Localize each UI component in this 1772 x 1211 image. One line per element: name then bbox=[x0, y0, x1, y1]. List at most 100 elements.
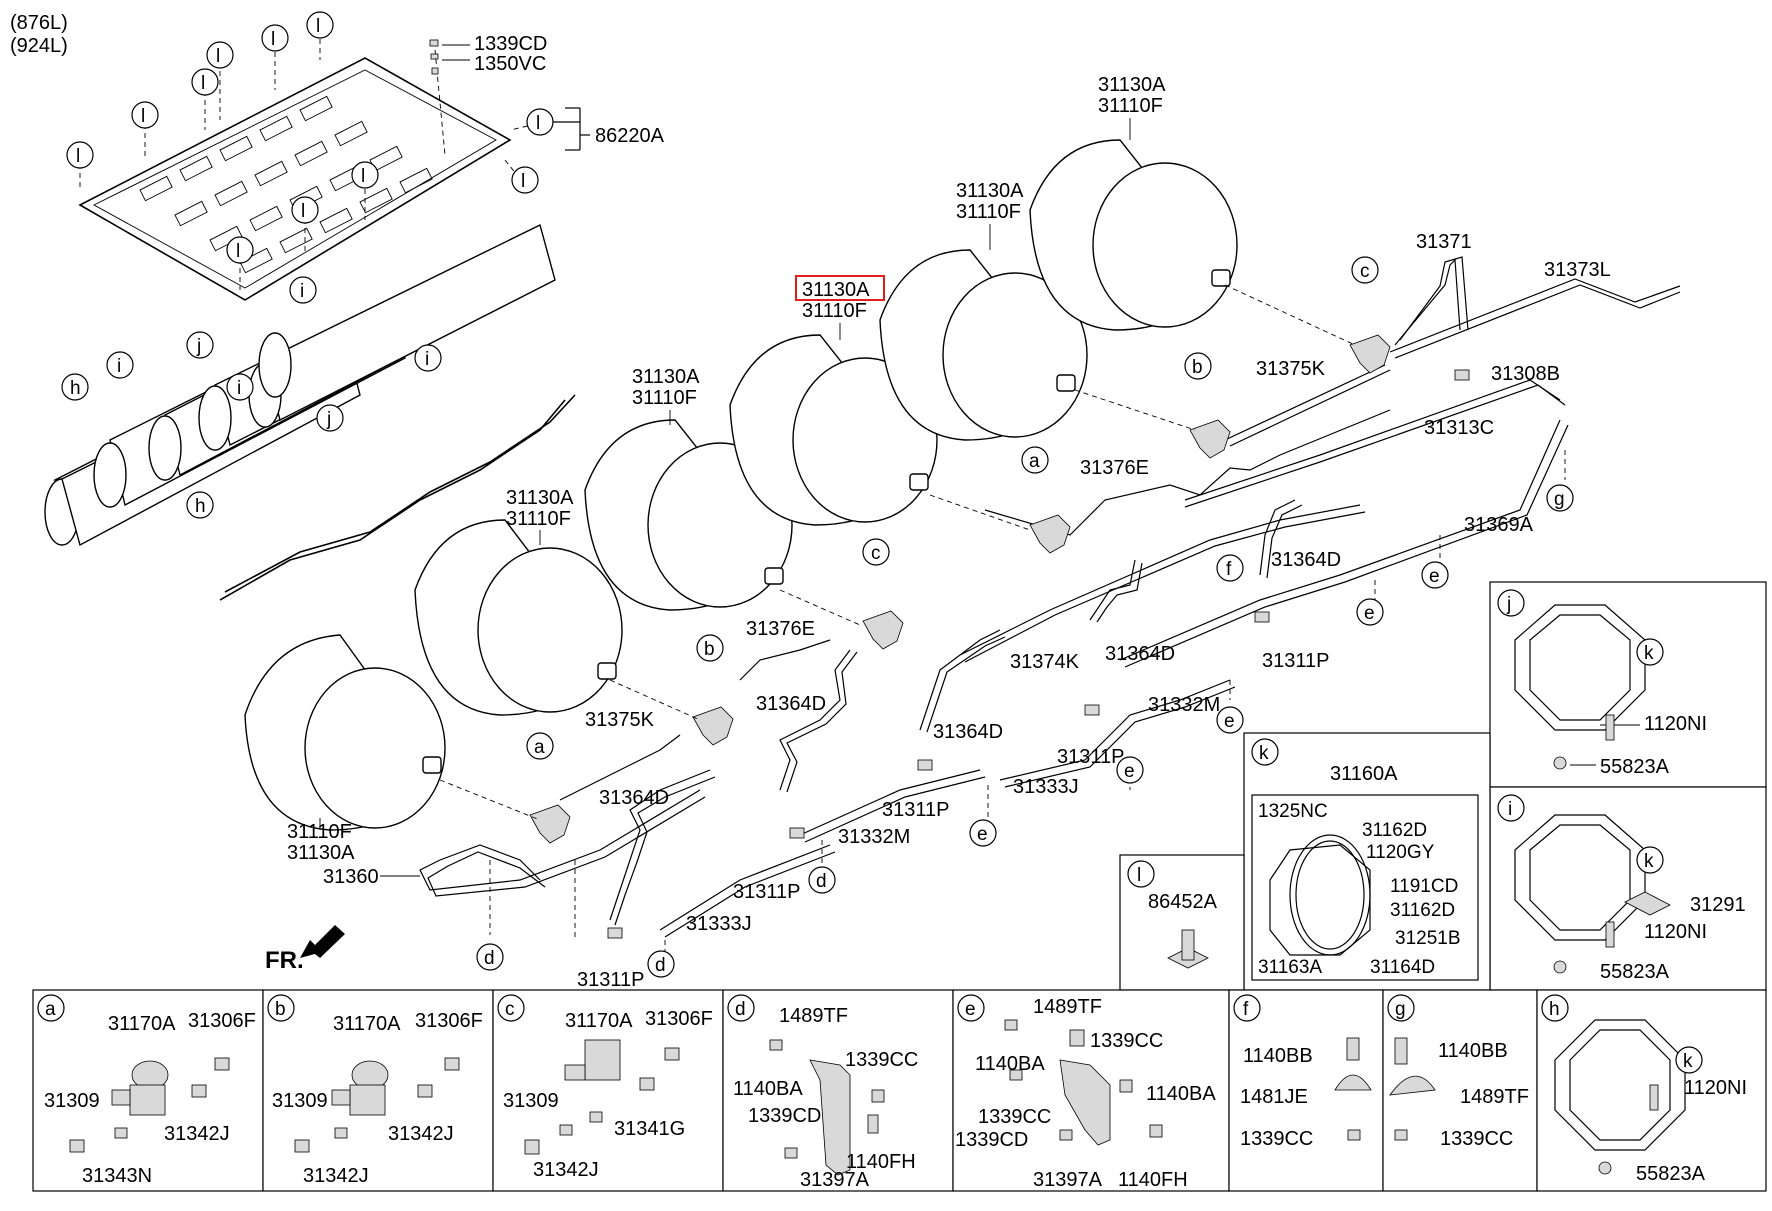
tank-5-part-f: 31110F bbox=[506, 508, 571, 530]
tank-6-part-a: 31130A bbox=[287, 842, 355, 864]
tank-4-part-f: 31110F bbox=[632, 387, 697, 409]
panel-b-screw: 31309 bbox=[272, 1090, 328, 1112]
panel-c-nipple: 31341G bbox=[614, 1118, 685, 1140]
panel-f-letter: f bbox=[1243, 999, 1249, 1020]
panel-l-letter: l bbox=[1137, 865, 1141, 886]
panel-g-letter: g bbox=[1395, 999, 1406, 1020]
svg-text:c: c bbox=[1360, 261, 1370, 282]
panel-i bbox=[1489, 786, 1767, 991]
tank-1-part-a: 31130A bbox=[1098, 74, 1166, 96]
svg-text:31364D: 31364D bbox=[1105, 643, 1175, 665]
panel-i-bolt: 1120NI bbox=[1644, 921, 1707, 943]
svg-text:31371: 31371 bbox=[1416, 231, 1472, 253]
bracket-h-icon bbox=[1554, 1019, 1686, 1151]
svg-text:e: e bbox=[977, 824, 988, 845]
panel-k-1191cd: 1191CD bbox=[1390, 876, 1458, 897]
svg-text:e: e bbox=[1364, 603, 1375, 624]
svg-text:l: l bbox=[536, 113, 540, 134]
panel-e-cd: 1339CD bbox=[955, 1129, 1028, 1151]
tank-2-part-f: 31110F bbox=[956, 201, 1021, 223]
svg-text:a: a bbox=[1029, 451, 1040, 472]
panel-k-31164d: 31164D bbox=[1370, 957, 1435, 978]
panel-d-bolt: 1489TF bbox=[779, 1005, 848, 1027]
svg-text:l: l bbox=[521, 171, 525, 192]
panel-b-letter: b bbox=[275, 999, 286, 1020]
panel-j bbox=[1489, 581, 1767, 788]
svg-text:l: l bbox=[316, 16, 320, 37]
panel-i-k: k bbox=[1644, 851, 1654, 872]
panel-e-cc1: 1339CC bbox=[1090, 1030, 1163, 1052]
panel-g-tf: 1489TF bbox=[1460, 1086, 1529, 1108]
panel-j-letter: j bbox=[1506, 594, 1511, 615]
panel-b-valve: 31170A bbox=[333, 1013, 401, 1035]
panel-e-bolt: 1489TF bbox=[1033, 996, 1102, 1018]
panel-c bbox=[492, 989, 724, 1192]
svg-text:31373L: 31373L bbox=[1544, 259, 1611, 281]
panel-e-cc2: 1339CC bbox=[978, 1106, 1051, 1128]
svg-text:b: b bbox=[704, 639, 715, 660]
panel-b-fit: 31306F bbox=[415, 1010, 483, 1032]
panel-a-letter: a bbox=[45, 999, 56, 1020]
svg-text:l: l bbox=[201, 73, 205, 94]
panel-h-nut: 55823A bbox=[1636, 1163, 1706, 1185]
tank-1-part-f: 31110F bbox=[1098, 95, 1163, 117]
panel-k bbox=[1243, 732, 1491, 991]
tank-5-part-a: 31130A bbox=[506, 487, 574, 509]
panel-d-letter: d bbox=[735, 999, 746, 1020]
panel-h-k: k bbox=[1683, 1051, 1693, 1072]
panel-k-31162d-2: 31162D bbox=[1390, 900, 1455, 921]
band-assembly-icon bbox=[1269, 834, 1371, 956]
panel-c-fit: 31306F bbox=[645, 1008, 713, 1030]
part-1339cd-cover: 1339CD bbox=[474, 33, 547, 55]
panel-k-1325nc: 1325NC bbox=[1258, 801, 1328, 822]
panel-k-31163a: 31163A bbox=[1258, 957, 1322, 978]
callout-l-group: l l l l l l l l l l l bbox=[66, 11, 554, 264]
svg-text:31311P: 31311P bbox=[733, 881, 800, 903]
panel-k-letter: k bbox=[1259, 743, 1269, 764]
panel-j-k: k bbox=[1644, 643, 1654, 664]
panel-a-fit: 31306F bbox=[188, 1010, 256, 1032]
svg-text:31364D: 31364D bbox=[933, 721, 1003, 743]
panel-e-letter: e bbox=[965, 999, 976, 1020]
svg-text:d: d bbox=[655, 955, 666, 976]
svg-text:l: l bbox=[216, 46, 220, 67]
svg-text:31364D: 31364D bbox=[599, 787, 669, 809]
panel-j-nut: 55823A bbox=[1600, 756, 1670, 778]
svg-text:31375K: 31375K bbox=[585, 709, 655, 731]
variant-924l: (924L) bbox=[10, 35, 68, 57]
panel-a-cap: 31343N bbox=[82, 1165, 152, 1187]
panel-i-letter: i bbox=[1508, 799, 1512, 820]
tank-2-part-a: 31130A bbox=[956, 180, 1024, 202]
bracket-e-icon bbox=[1004, 1019, 1163, 1146]
part-86220a: 86220A bbox=[595, 125, 665, 147]
svg-text:31313C: 31313C bbox=[1424, 417, 1494, 439]
svg-text:l: l bbox=[76, 146, 80, 167]
bracket-d-icon bbox=[769, 1039, 885, 1176]
svg-text:31311P: 31311P bbox=[1057, 746, 1124, 768]
svg-text:31375K: 31375K bbox=[1256, 358, 1326, 380]
panel-b-plug-1: 31342J bbox=[388, 1123, 454, 1145]
panel-i-nut: 55823A bbox=[1600, 961, 1670, 983]
pad-icon bbox=[1167, 929, 1209, 969]
callout-overview-group: h i j i i j i h bbox=[61, 276, 442, 519]
tank-1 bbox=[1029, 139, 1238, 331]
svg-text:31332M: 31332M bbox=[1148, 694, 1220, 716]
svg-text:31360: 31360 bbox=[323, 866, 379, 888]
front-label: FR. bbox=[265, 947, 304, 974]
svg-text:c: c bbox=[871, 543, 881, 564]
tank-3-part-f: 31110F bbox=[802, 300, 867, 322]
svg-text:31376E: 31376E bbox=[1080, 457, 1149, 479]
svg-text:l: l bbox=[361, 166, 365, 187]
svg-text:d: d bbox=[484, 948, 495, 969]
svg-text:l: l bbox=[271, 29, 275, 50]
callout-valves: a b c a b c d d d e e e e e f g bbox=[476, 256, 1574, 978]
panel-k-31162d-1: 31162D bbox=[1362, 820, 1427, 841]
svg-text:j: j bbox=[326, 409, 331, 430]
svg-text:31311P: 31311P bbox=[882, 799, 949, 821]
svg-text:a: a bbox=[534, 737, 545, 758]
svg-text:31311P: 31311P bbox=[1262, 650, 1329, 672]
tank-2 bbox=[879, 249, 1088, 441]
panel-g-cc: 1339CC bbox=[1440, 1128, 1513, 1150]
panel-h-bolt: 1120NI bbox=[1684, 1077, 1747, 1099]
svg-text:31376E: 31376E bbox=[746, 618, 815, 640]
